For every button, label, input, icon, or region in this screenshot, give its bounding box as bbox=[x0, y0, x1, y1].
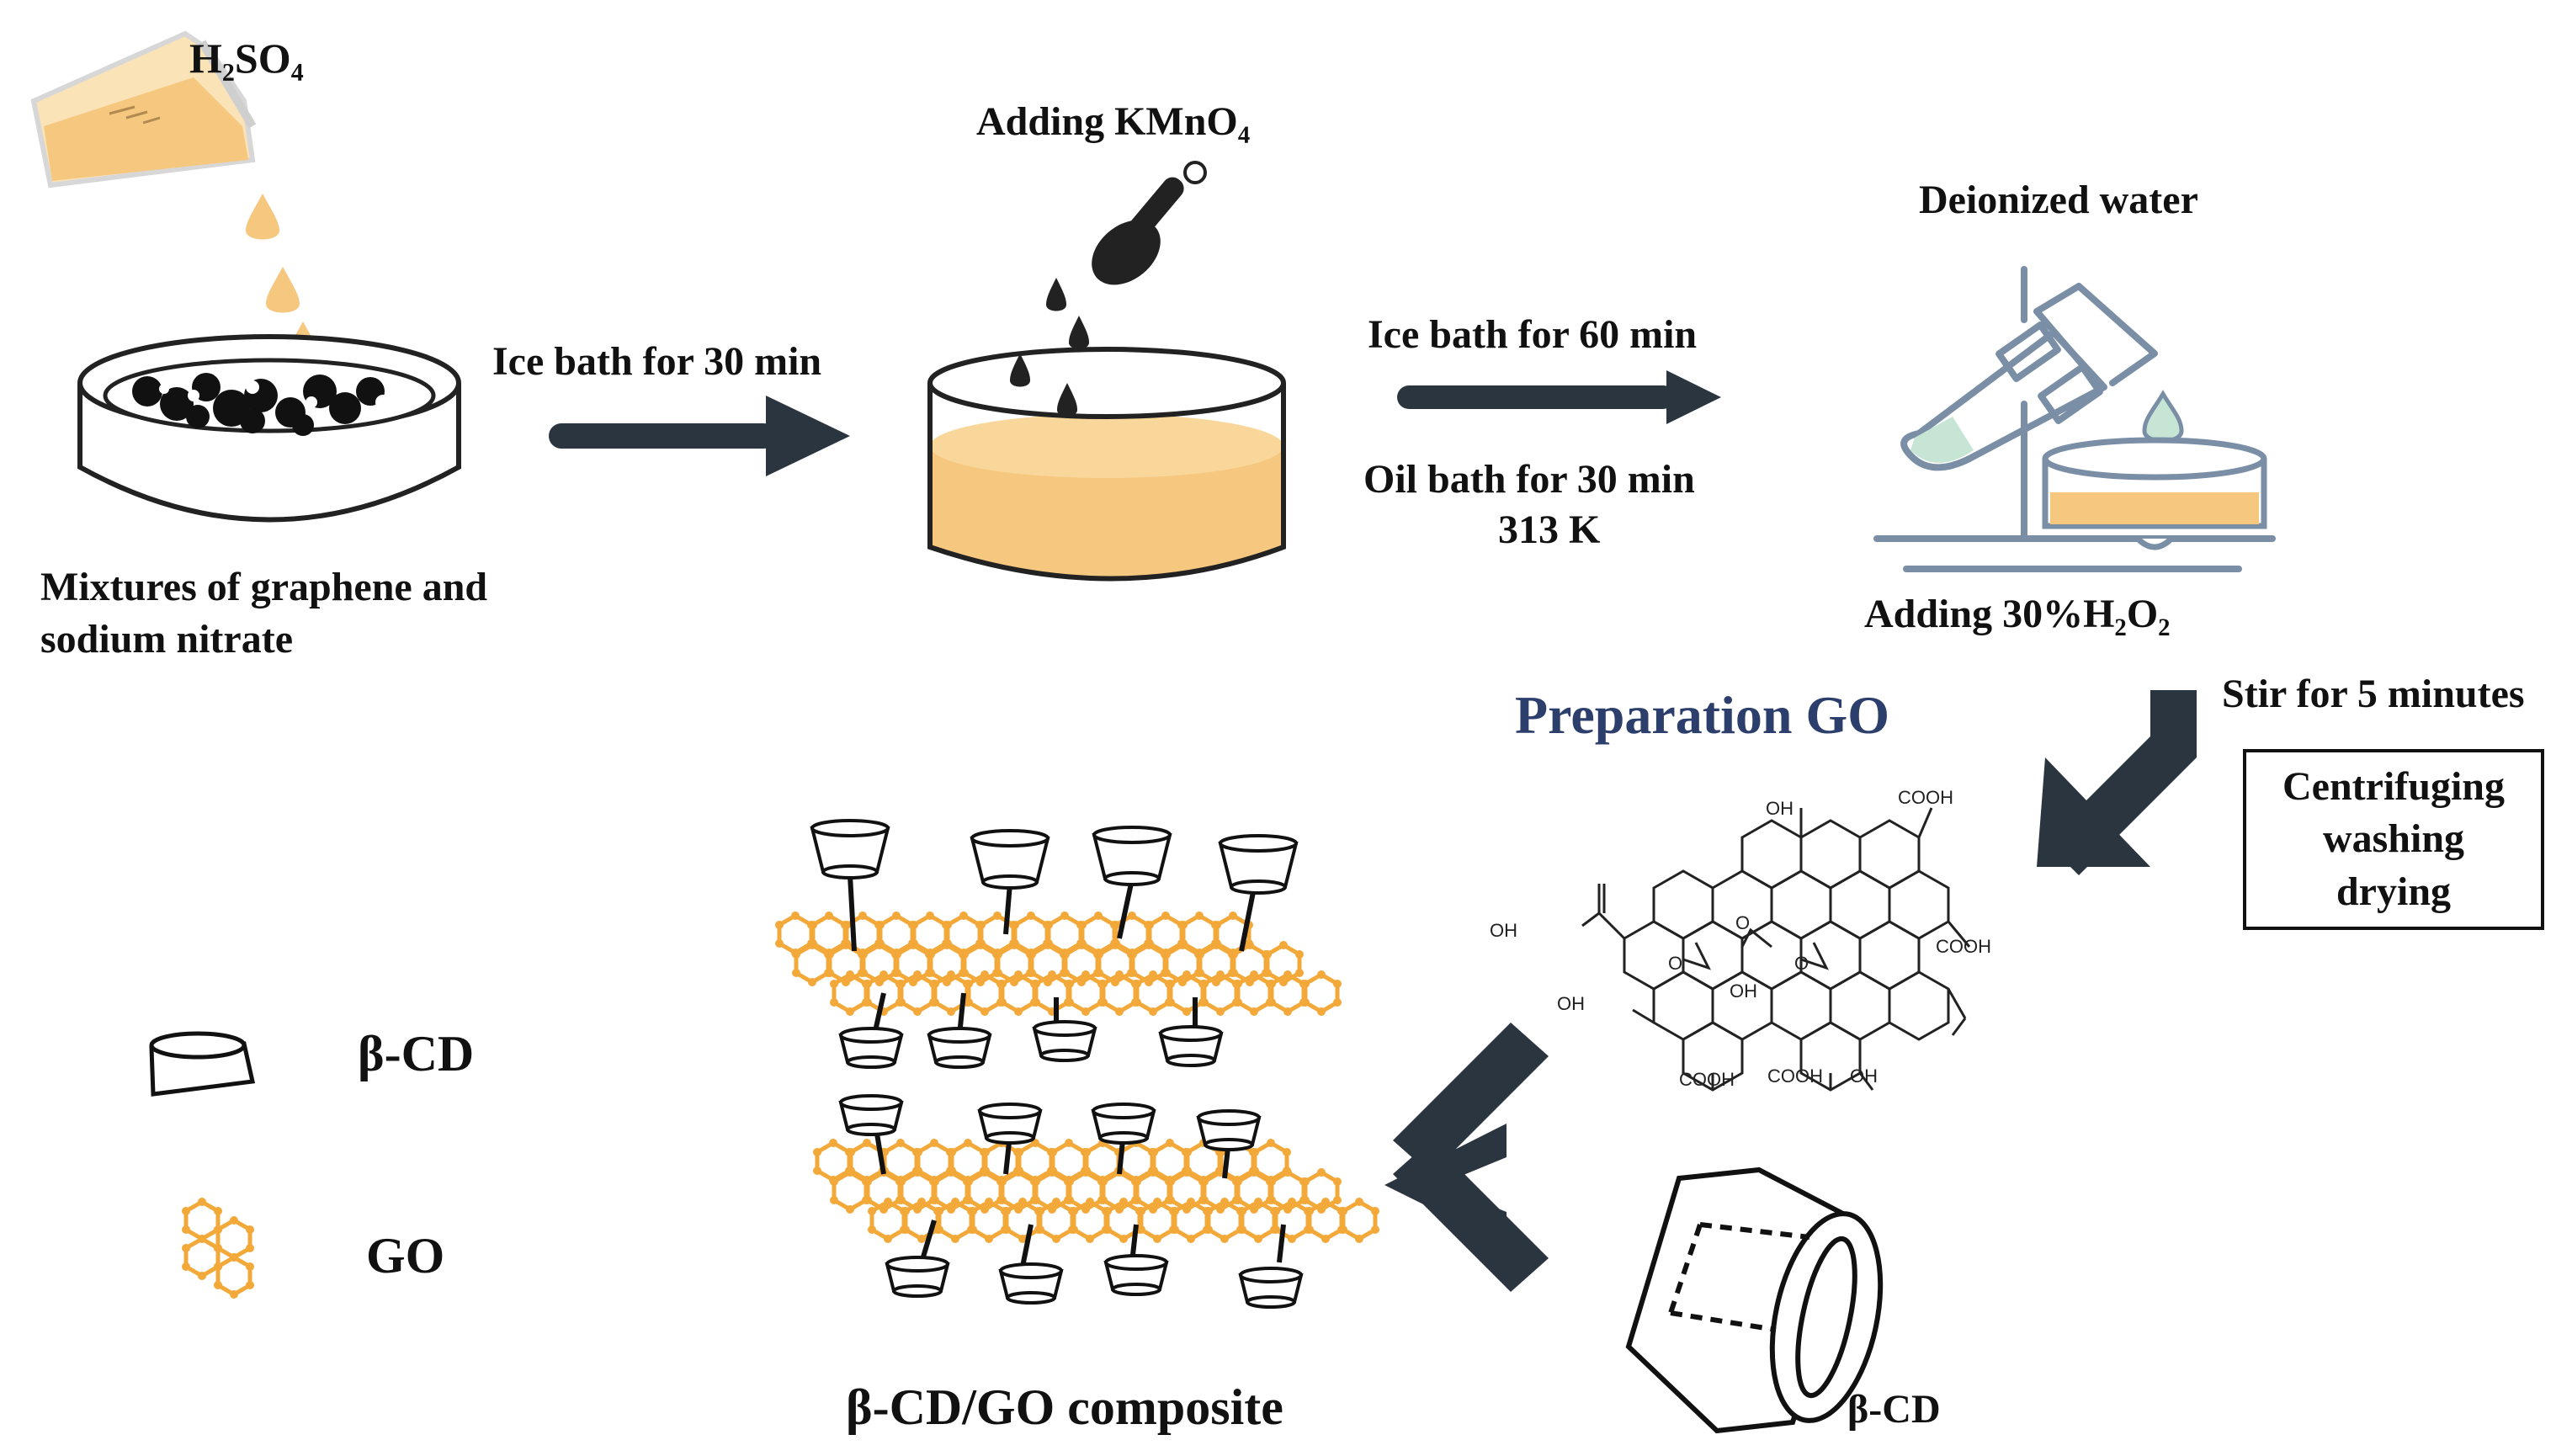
go-sheet-lower bbox=[813, 1139, 1379, 1243]
adding-h2o2-label: Adding 30%H₂O₂ bbox=[1864, 592, 2171, 636]
beta-cd-bottom-label: β-CD bbox=[1847, 1387, 1941, 1432]
ice-bath-30-label: Ice bath for 30 min bbox=[492, 339, 822, 384]
deionized-water-label: Deionized water bbox=[1919, 178, 2198, 222]
water-drop-icon bbox=[2142, 390, 2184, 444]
legend-bcd-label: β-CD bbox=[358, 1026, 475, 1081]
ice-bath-60-label: Ice bath for 60 min bbox=[1368, 312, 1698, 357]
beta-cd-ring-icon bbox=[1625, 1166, 1884, 1434]
composite-illustration bbox=[775, 819, 1379, 1309]
stir-label: Stir for 5 minutes bbox=[2222, 672, 2525, 716]
temperature-label: 313 K bbox=[1498, 507, 1601, 552]
centrifuge-box: Centrifuging washing drying bbox=[2243, 749, 2544, 931]
arrow-step1 bbox=[549, 396, 850, 476]
dish-h2o2-icon bbox=[2042, 437, 2267, 550]
go-structure-labels: OH COOH OH COOH OH OH COOH COOH OH O O O bbox=[1490, 787, 1991, 1090]
svg-text:COOH: COOH bbox=[1679, 1069, 1735, 1090]
svg-text:OH: OH bbox=[1850, 1065, 1878, 1087]
svg-text:OH: OH bbox=[1730, 980, 1757, 1002]
svg-text:O: O bbox=[1794, 953, 1809, 974]
svg-text:O: O bbox=[1735, 912, 1750, 933]
spoon-icon bbox=[1092, 161, 1207, 285]
centrifuge-line2: washing bbox=[2322, 816, 2465, 862]
mixtures-label-line1: Mixtures of graphene and bbox=[40, 565, 488, 609]
svg-text:COOH: COOH bbox=[1767, 1065, 1823, 1087]
arrow-step4 bbox=[1384, 1023, 1549, 1292]
svg-text:COOH: COOH bbox=[1936, 936, 1991, 957]
preparation-go-title: Preparation GO bbox=[1515, 685, 1889, 745]
svg-text:OH: OH bbox=[1766, 798, 1793, 819]
legend-go-icon bbox=[182, 1198, 254, 1299]
beaker-icon bbox=[927, 347, 1286, 582]
centrifuge-line1: Centrifuging bbox=[2282, 764, 2505, 809]
flask-icon bbox=[30, 30, 257, 189]
h2so4-label: H₂SO₄ bbox=[189, 35, 304, 82]
composite-label: β-CD/GO composite bbox=[846, 1379, 1283, 1435]
svg-text:COOH: COOH bbox=[1898, 787, 1953, 808]
legend-go-label: GO bbox=[366, 1228, 445, 1283]
oil-bath-30-label: Oil bath for 30 min bbox=[1363, 457, 1695, 502]
mixtures-label-line2: sodium nitrate bbox=[40, 617, 293, 662]
arrow-step2 bbox=[1397, 370, 1721, 424]
apparatus-icon bbox=[1873, 266, 2276, 572]
go-structure bbox=[1581, 807, 1971, 1092]
petri-dish-icon bbox=[77, 334, 461, 523]
arrow-step3 bbox=[2037, 690, 2197, 875]
centrifuge-line3: drying bbox=[2336, 869, 2452, 914]
svg-text:OH: OH bbox=[1490, 920, 1517, 941]
svg-text:O: O bbox=[1668, 953, 1682, 974]
legend-bcd-icon bbox=[149, 1031, 256, 1097]
adding-kmno4-label: Adding KMnO₄ bbox=[976, 99, 1251, 144]
svg-text:OH: OH bbox=[1557, 993, 1585, 1014]
